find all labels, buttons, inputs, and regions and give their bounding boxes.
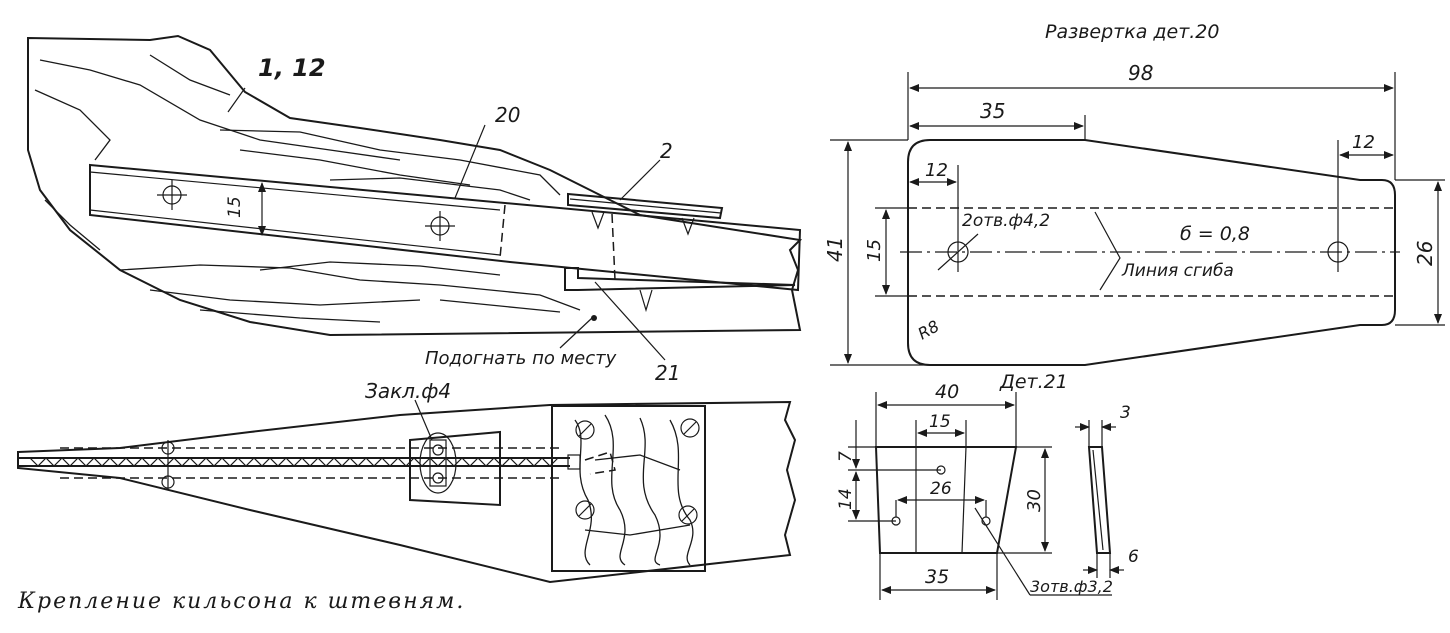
dim-35-part21: 35	[925, 566, 949, 588]
dim-41: 41	[823, 237, 847, 262]
figure-caption: Крепление кильсона к штевням.	[17, 589, 465, 614]
herringbone-pattern	[29, 457, 559, 467]
label-part-1-12: 1, 12	[258, 54, 326, 82]
part-2-plate	[567, 192, 724, 220]
part-20-channel	[89, 163, 802, 292]
holes-note-part21: 3отв.ф3,2	[1030, 577, 1113, 596]
dim-7: 7	[836, 451, 856, 462]
part-21-title: Дет.21	[999, 371, 1068, 393]
hole-icon-left	[937, 232, 979, 272]
dim-98: 98	[1128, 61, 1153, 85]
label-part-2: 2	[660, 139, 673, 163]
dim-30: 30	[1024, 489, 1045, 512]
stem-outline	[27, 34, 803, 337]
holes-note-flat: 2отв.ф4,2	[962, 211, 1050, 231]
flat-pattern-title: Развертка дет.20	[1045, 21, 1220, 43]
side-dim-15: 15	[225, 196, 245, 218]
fastener-mark-right	[425, 211, 455, 241]
bend-line-note: Линия сгиба	[1121, 261, 1234, 281]
dim-12-left: 12	[925, 160, 948, 181]
dim-14: 14	[836, 488, 856, 510]
dim-40: 40	[935, 381, 959, 403]
plan-part-20	[409, 430, 501, 507]
label-part-20: 20	[495, 103, 520, 127]
part-20-end-dashed	[499, 204, 506, 259]
hole-icon-right	[1327, 140, 1349, 272]
dim-15-flat: 15	[864, 239, 885, 262]
dim-26-flat: 26	[1413, 241, 1437, 266]
wood-grain-plan	[574, 414, 694, 566]
rivet-note: Закл.ф4	[365, 379, 451, 403]
dim-3: 3	[1120, 403, 1131, 423]
flat-pattern-outline	[907, 139, 1396, 366]
plan-wood-block	[551, 405, 706, 572]
fit-in-place-note: Подогнать по месту	[425, 348, 617, 369]
fastener-mark-left	[157, 180, 187, 210]
dim-35: 35	[980, 99, 1005, 123]
flat-pattern-part-20: Развертка дет.20 98 35 12 12 41	[823, 21, 1445, 366]
radius-note: R8	[915, 316, 943, 343]
thickness-note: б = 0,8	[1180, 223, 1250, 245]
rivet-icon-center	[419, 432, 457, 494]
side-view: 15 1, 12 20 2 Подогнать по месту 21	[27, 34, 803, 385]
plan-view: Закл.ф4	[17, 379, 797, 584]
dim-15-part21: 15	[929, 412, 951, 432]
rivet-icon-left	[161, 440, 175, 490]
part-21-wedge	[564, 267, 796, 291]
screw-icons	[575, 418, 700, 525]
part-21-detail: Дет.21 40 15 7 14 26 30	[836, 371, 1139, 600]
wood-grain-side	[34, 54, 581, 323]
plan-outline	[17, 400, 797, 584]
dim-6: 6	[1128, 547, 1139, 567]
dim-12-right: 12	[1352, 132, 1375, 153]
label-part-21: 21	[655, 361, 680, 385]
dim-26-part21: 26	[930, 479, 952, 499]
part-21-profile	[1087, 446, 1112, 554]
